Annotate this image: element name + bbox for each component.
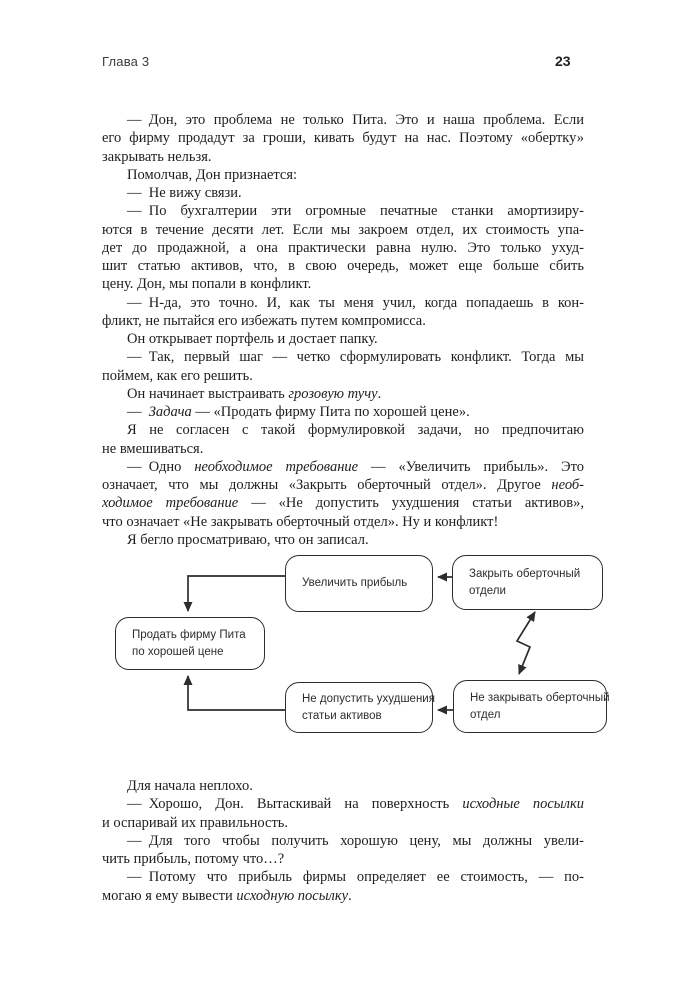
chapter-label: Глава 3	[102, 54, 150, 69]
text-line: закрывать нельзя.	[102, 148, 212, 165]
text-line: Он открывает портфель и достает папку.	[127, 331, 378, 347]
conflict-lightning-arrow	[515, 611, 536, 675]
page-number: 23	[555, 53, 571, 69]
diagram-box-requirement-1: Увеличить прибыль	[285, 555, 433, 612]
text-line: и оспаривай их правильность.	[102, 814, 289, 831]
body-text-top: — Дон, это проблема не только Пита. Это …	[102, 111, 584, 549]
arrow-req2-to-objective	[183, 675, 285, 711]
text-line: — Задача — «Продать фирму Пита по хороше…	[127, 404, 470, 420]
text-line: — Так, первый шаг — четко сформулировать…	[127, 349, 584, 366]
text-line: Я бегло просматриваю, что он записал.	[127, 531, 369, 548]
text-line: дет до продажной, а она практически равн…	[102, 239, 584, 256]
text-line: шит статью активов, что, в свою очередь,…	[102, 258, 584, 274]
text-line: Я не согласен с такой формулировкой зада…	[127, 422, 584, 439]
text-line: — Потому что прибыль фирмы определяет ее…	[127, 869, 584, 886]
diagram-box-requirement-1-label: Увеличить прибыль	[302, 577, 408, 589]
text-line: чить прибыль, потому что…?	[102, 851, 285, 867]
text-line: его фирму продадут за гроши, кивать буду…	[102, 130, 584, 147]
text-line: поймем, как его решить.	[102, 367, 253, 384]
text-line: не вмешиваться.	[102, 440, 204, 457]
text-line: означает, что мы должны «Закрыть оберточ…	[102, 477, 584, 493]
text-line: — Одно необходимое требование — «Увеличи…	[127, 458, 584, 475]
text-line: фликт, не пытайся его избежать путем ком…	[102, 312, 426, 329]
text-line: Для начала неплохо.	[127, 778, 253, 794]
text-line: — Для того чтобы получить хорошую цену, …	[127, 832, 584, 849]
text-line: — Дон, это проблема не только Пита. Это …	[127, 112, 584, 128]
text-line: — Хорошо, Дон. Вытаскивай на поверхность…	[127, 796, 584, 813]
text-line: что означает «Не закрывать оберточный от…	[102, 513, 499, 530]
text-line: — Не вижу связи.	[127, 185, 242, 201]
text-line: Помолчав, Дон признается:	[127, 166, 298, 183]
text-line: Он начинает выстраивать грозовую тучу.	[127, 385, 382, 402]
text-line: цену. Дон, мы попали в конфликт.	[102, 276, 312, 293]
text-line: ются в течение десяти лет. Если мы закро…	[102, 221, 584, 238]
body-text-bottom: Для начала неплохо. — Хорошо, Дон. Вытаск…	[102, 777, 584, 905]
text-line: ходимое требование — «Не допустить ухудш…	[102, 495, 584, 512]
running-head: Глава 3 23	[102, 53, 584, 71]
text-line: — Н-да, это точно. И, как ты меня учил, …	[127, 294, 584, 311]
text-line: могаю я ему вывести исходную посылку.	[102, 887, 352, 904]
diagram-arrows-layer	[183, 572, 536, 715]
text-line: — По бухгалтерии эти огромные печатные с…	[127, 203, 584, 220]
arrow-req1-to-objective	[183, 575, 285, 612]
